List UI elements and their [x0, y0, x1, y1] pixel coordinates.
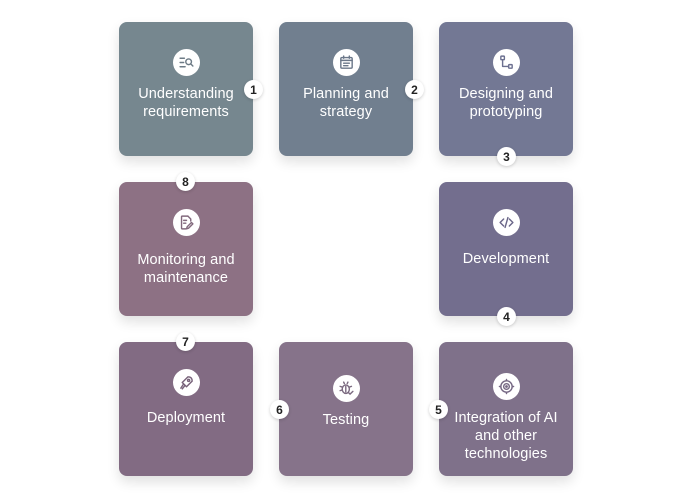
bug-check-icon	[333, 375, 360, 402]
step-number-badge: 3	[497, 147, 516, 166]
step-number-badge: 5	[429, 400, 448, 419]
rocket-icon	[173, 369, 200, 396]
step-label: Designing and prototyping	[458, 86, 553, 120]
step-label: Planning and strategy	[303, 86, 389, 120]
step-card-testing: Testing	[279, 342, 413, 476]
step-number-badge: 7	[176, 332, 195, 351]
step-label: Monitoring and maintenance	[137, 252, 235, 286]
step-number-badge: 2	[405, 80, 424, 99]
step-number-badge: 1	[244, 80, 263, 99]
step-label: Deployment	[146, 410, 226, 426]
step-card-designing-prototyping: Designing and prototyping	[439, 22, 573, 156]
step-card-understanding-requirements: Understanding requirements	[119, 22, 253, 156]
step-number-badge: 6	[270, 400, 289, 419]
ai-target-icon	[493, 373, 520, 400]
step-label: Understanding requirements	[138, 86, 234, 120]
step-label: Testing	[322, 412, 370, 428]
step-label: Development	[462, 251, 550, 267]
step-card-planning-strategy: Planning and strategy	[279, 22, 413, 156]
calendar-icon	[333, 49, 360, 76]
code-icon	[493, 209, 520, 236]
flowchart-icon	[493, 49, 520, 76]
step-card-integration-ai: Integration of AI and other technologies	[439, 342, 573, 476]
step-card-deployment: Deployment	[119, 342, 253, 476]
step-label: Integration of AI and other technologies	[454, 410, 558, 462]
step-card-development: Development	[439, 182, 573, 316]
step-number-badge: 4	[497, 307, 516, 326]
step-number-badge: 8	[176, 172, 195, 191]
report-edit-icon	[173, 209, 200, 236]
step-card-monitoring-maintenance: Monitoring and maintenance	[119, 182, 253, 316]
search-list-icon	[173, 49, 200, 76]
